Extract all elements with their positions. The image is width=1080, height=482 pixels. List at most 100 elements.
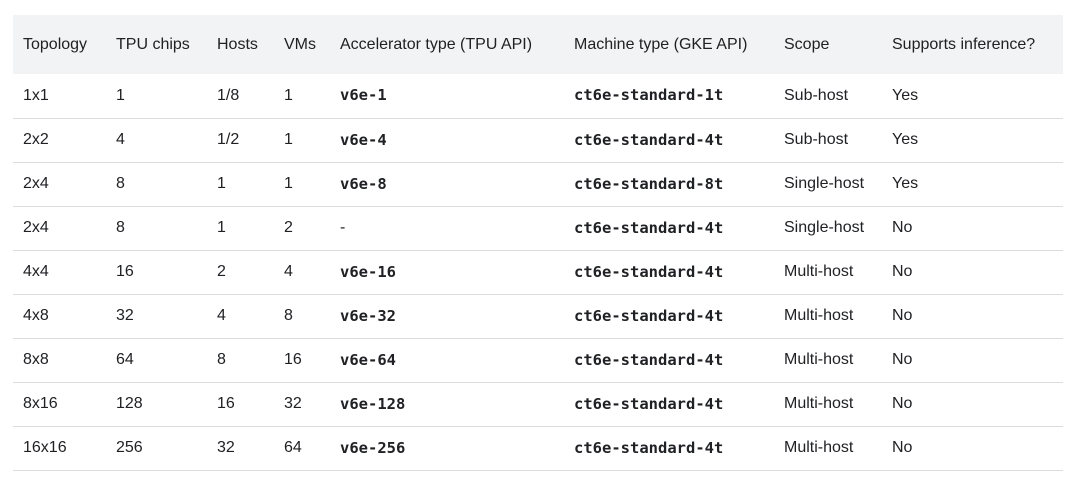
machine-type-code: ct6e-standard-4t [574,350,724,369]
header-accelerator-type: Accelerator type (TPU API) [340,35,533,53]
cell-hosts: 16 [217,395,235,412]
cell-hosts: 4 [217,307,226,324]
accelerator-type-code: v6e-128 [340,394,406,413]
cell-accelerator-type: v6e-256 [330,426,564,470]
cell-topology: 2x4 [23,175,49,192]
cell-vms: 2 [284,219,293,236]
machine-type-code: ct6e-standard-8t [574,174,724,193]
machine-type-code: ct6e-standard-4t [574,306,724,325]
cell-accelerator-type: - [340,219,346,236]
cell-vms: 1 [284,131,293,148]
cell-accelerator-type: v6e-1 [330,74,564,118]
cell-machine-type: ct6e-standard-4t [564,382,774,426]
cell-tpu-chips: 32 [116,307,134,324]
table-row: 4x8 32 4 8 v6e-32 ct6e-standard-4t Multi-host N… [13,294,1063,338]
cell-machine-type: ct6e-standard-4t [564,206,774,250]
machine-type-code: ct6e-standard-4t [574,218,724,237]
machine-type-code: ct6e-standard-1t [574,86,724,105]
cell-topology: 1x1 [23,86,49,104]
cell-scope: Multi-host [784,439,854,456]
cell-supports-inference: No [892,219,913,236]
accelerator-type-code: v6e-16 [340,262,396,281]
cell-hosts: 2 [217,263,226,280]
cell-machine-type: ct6e-standard-4t [564,250,774,294]
cell-accelerator-type: v6e-128 [330,382,564,426]
machine-type-code: ct6e-standard-4t [574,262,724,281]
cell-topology: 16x16 [23,439,67,456]
cell-supports-inference: Yes [892,86,919,104]
header-topology: Topology [23,35,88,53]
tpu-topology-table-container: Topology TPU chips Hosts VMs Accelerator… [13,15,1063,471]
cell-supports-inference: No [892,307,913,324]
machine-type-code: ct6e-standard-4t [574,438,724,457]
header-tpu-chips: TPU chips [116,35,190,53]
cell-hosts: 1/2 [217,131,240,148]
cell-vms: 64 [284,439,302,456]
cell-accelerator-type: v6e-4 [330,118,564,162]
cell-accelerator-type: v6e-8 [330,162,564,206]
cell-vms: 1 [284,86,293,104]
accelerator-type-code: v6e-256 [340,438,406,457]
accelerator-type-code: v6e-1 [340,86,387,105]
cell-tpu-chips: 8 [116,219,125,236]
machine-type-code: ct6e-standard-4t [574,130,724,149]
cell-scope: Single-host [784,175,865,192]
cell-supports-inference: No [892,263,913,280]
cell-vms: 32 [284,395,302,412]
cell-machine-type: ct6e-standard-4t [564,294,774,338]
cell-tpu-chips: 64 [116,351,134,368]
table-header: Topology TPU chips Hosts VMs Accelerator… [13,15,1063,74]
header-vms: VMs [284,35,316,53]
header-scope: Scope [784,35,830,53]
cell-tpu-chips: 8 [116,175,125,192]
cell-topology: 4x4 [23,263,49,280]
cell-vms: 4 [284,263,293,280]
machine-type-code: ct6e-standard-4t [574,394,724,413]
cell-accelerator-type: v6e-32 [330,294,564,338]
cell-machine-type: ct6e-standard-1t [564,74,774,118]
cell-machine-type: ct6e-standard-4t [564,426,774,470]
cell-scope: Multi-host [784,351,854,368]
header-supports-inference: Supports inference? [892,35,1036,53]
cell-tpu-chips: 1 [116,86,125,104]
cell-accelerator-type: v6e-64 [330,338,564,382]
cell-vms: 8 [284,307,293,324]
table-row: 8x16 128 16 32 v6e-128 ct6e-standard-4t Multi-… [13,382,1063,426]
cell-hosts: 1 [217,175,226,192]
header-row: Topology TPU chips Hosts VMs Accelerator… [13,15,1063,74]
table-row: 16x16 256 32 64 v6e-256 ct6e-standard-4t Multi… [13,426,1063,470]
cell-supports-inference: Yes [892,131,919,148]
cell-topology: 2x2 [23,131,49,148]
cell-topology: 8x16 [23,395,58,412]
cell-scope: Multi-host [784,307,854,324]
cell-scope: Multi-host [784,395,854,412]
tpu-topology-table: Topology TPU chips Hosts VMs Accelerator… [13,15,1063,471]
cell-accelerator-type: v6e-16 [330,250,564,294]
cell-supports-inference: No [892,351,913,368]
cell-vms: 16 [284,351,302,368]
cell-topology: 8x8 [23,351,49,368]
cell-tpu-chips: 256 [116,439,143,456]
cell-supports-inference: No [892,395,913,412]
cell-vms: 1 [284,175,293,192]
cell-machine-type: ct6e-standard-4t [564,118,774,162]
cell-topology: 4x8 [23,307,49,324]
cell-tpu-chips: 128 [116,395,143,412]
cell-machine-type: ct6e-standard-4t [564,338,774,382]
accelerator-type-code: v6e-64 [340,350,396,369]
header-machine-type: Machine type (GKE API) [574,35,748,53]
cell-scope: Sub-host [784,131,849,148]
cell-hosts: 1 [217,219,226,236]
cell-scope: Sub-host [784,86,849,104]
cell-hosts: 32 [217,439,235,456]
cell-supports-inference: No [892,439,913,456]
cell-tpu-chips: 16 [116,263,134,280]
cell-scope: Single-host [784,219,865,236]
